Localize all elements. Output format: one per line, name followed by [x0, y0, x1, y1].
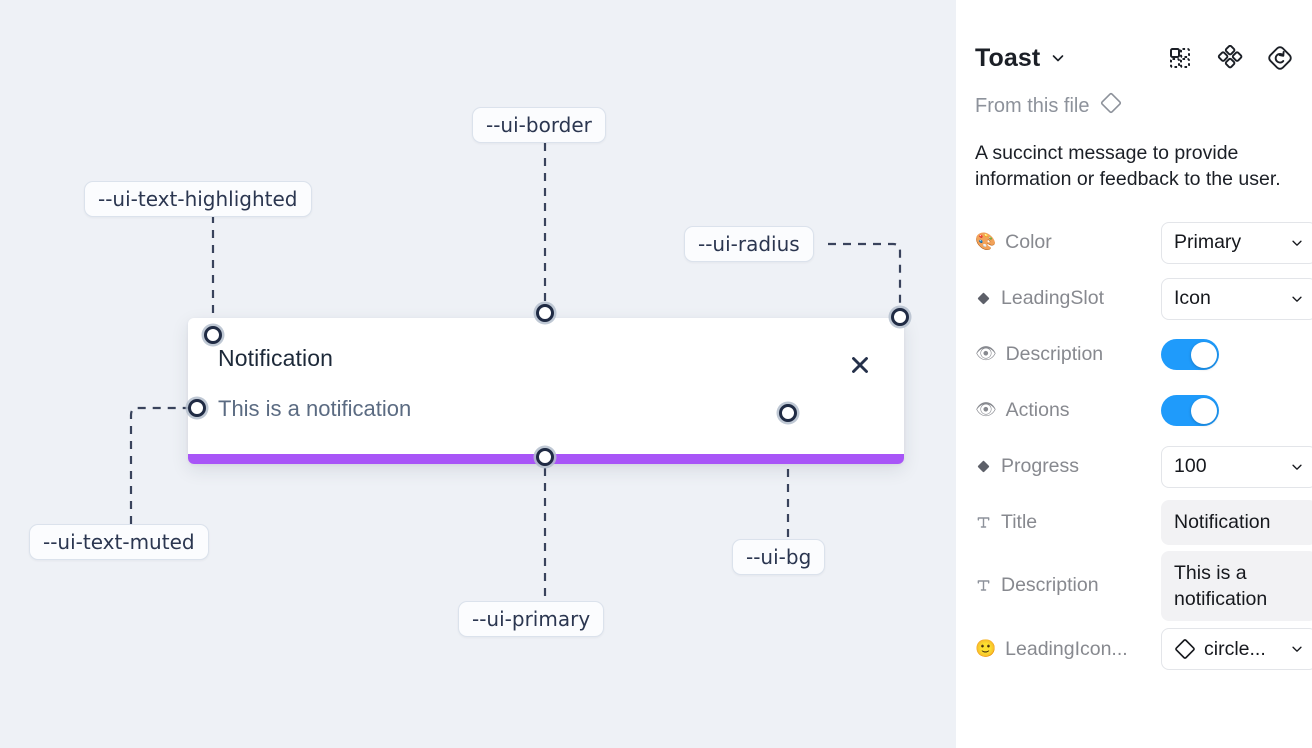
close-x-icon[interactable] — [847, 352, 873, 378]
leadingslot-select[interactable]: Icon — [1161, 277, 1312, 320]
annotation-pill-ui-text-highlighted[interactable]: --ui-text-highlighted — [84, 181, 312, 217]
toggle-knob — [1190, 341, 1217, 368]
chevron-down-icon — [1290, 460, 1304, 474]
panel-title: Toast — [975, 43, 1041, 72]
chevron-down-icon — [1290, 236, 1304, 250]
property-label-text: LeadingIcon... — [1005, 637, 1128, 660]
annotation-pill-ui-bg[interactable]: --ui-bg — [732, 539, 826, 575]
property-row-leadingicon: 🙂 LeadingIcon... circle... — [975, 621, 1312, 677]
chevron-down-icon[interactable] — [1050, 50, 1066, 66]
handle-ui-text-muted[interactable] — [188, 399, 206, 417]
reset-variant-icon[interactable] — [1267, 45, 1293, 71]
progress-select-value: 100 — [1174, 455, 1207, 478]
text-t-icon — [975, 578, 992, 593]
progress-select[interactable]: 100 — [1161, 445, 1312, 488]
diamond-icon — [975, 291, 992, 306]
property-row-description-toggle: 👁 Description — [975, 327, 1293, 383]
eye-emoji: 👁 — [975, 400, 997, 421]
toast-component-preview[interactable]: Notification This is a notification — [188, 318, 904, 464]
toast-description: This is a notification — [218, 396, 412, 421]
property-label-color: 🎨 Color — [975, 231, 1161, 254]
property-label-text: Progress — [1001, 455, 1080, 478]
text-t-icon — [975, 515, 992, 530]
color-select[interactable]: Primary — [1161, 221, 1312, 264]
leadingicon-select-value: circle... — [1204, 637, 1266, 660]
property-row-title: Title Notification — [975, 495, 1312, 551]
property-label-leadingslot: LeadingSlot — [975, 287, 1161, 310]
handle-ui-primary[interactable] — [536, 448, 554, 466]
color-select-value: Primary — [1174, 231, 1242, 254]
palette-emoji: 🎨 — [975, 232, 997, 253]
actions-toggle[interactable] — [1161, 395, 1219, 427]
diamond-icon — [975, 459, 992, 474]
property-label-text: Description — [1001, 574, 1099, 597]
smile-emoji: 🙂 — [975, 638, 997, 659]
property-label-text: Color — [1005, 231, 1052, 254]
property-label-text: Title — [1001, 511, 1038, 534]
property-label-progress: Progress — [975, 455, 1161, 478]
toggle-knob — [1190, 397, 1217, 424]
four-diamond-icon[interactable] — [1217, 45, 1243, 71]
design-canvas[interactable]: Notification This is a notification --ui… — [0, 0, 956, 748]
property-row-description-text: Description This is a notification — [975, 550, 1312, 622]
annotation-pill-ui-radius[interactable]: --ui-radius — [684, 226, 814, 262]
property-label-text: LeadingSlot — [1001, 287, 1105, 310]
handle-ui-radius[interactable] — [891, 308, 909, 326]
diamond-outline-icon — [1174, 638, 1196, 660]
handle-ui-text-highlighted[interactable] — [204, 326, 222, 344]
annotation-pill-ui-text-muted[interactable]: --ui-text-muted — [29, 524, 209, 560]
property-label-description-text: Description — [975, 574, 1161, 597]
handle-ui-bg[interactable] — [779, 404, 797, 422]
property-row-leadingslot: LeadingSlot Icon — [975, 271, 1312, 327]
property-label-text: Description — [1005, 343, 1104, 366]
diamond-outline-icon — [1100, 92, 1122, 120]
annotation-pill-ui-border[interactable]: --ui-border — [472, 107, 606, 143]
eye-emoji: 👁 — [975, 344, 997, 365]
description-input[interactable]: This is a notification — [1161, 550, 1312, 622]
property-row-color: 🎨 Color Primary — [975, 215, 1312, 271]
property-label-actions: 👁 Actions — [975, 399, 1161, 422]
from-this-file-row[interactable]: From this file — [975, 92, 1293, 120]
property-row-actions-toggle: 👁 Actions — [975, 383, 1293, 439]
property-label-title: Title — [975, 511, 1161, 534]
property-label-text: Actions — [1005, 399, 1070, 422]
annotation-pill-ui-primary[interactable]: --ui-primary — [458, 601, 605, 637]
component-description: A succinct message to provide informatio… — [975, 142, 1281, 191]
panel-header: Toast — [975, 30, 1293, 86]
description-toggle[interactable] — [1161, 339, 1219, 371]
property-label-description: 👁 Description — [975, 343, 1161, 366]
handle-ui-border[interactable] — [536, 304, 554, 322]
chevron-down-icon — [1290, 292, 1304, 306]
chevron-down-icon — [1290, 642, 1304, 656]
properties-panel: Toast — [956, 0, 1312, 748]
leadingslot-select-value: Icon — [1174, 287, 1211, 310]
from-this-file-label: From this file — [975, 94, 1090, 117]
component-grid-icon[interactable] — [1167, 45, 1193, 71]
toast-title: Notification — [218, 345, 333, 371]
title-input[interactable]: Notification — [1161, 500, 1312, 545]
property-list: 🎨 Color Primary — [975, 215, 1312, 678]
panel-header-icons — [1167, 45, 1293, 71]
leadingicon-select[interactable]: circle... — [1161, 628, 1312, 671]
property-label-leadingicon: 🙂 LeadingIcon... — [975, 638, 1161, 661]
property-row-progress: Progress 100 — [975, 439, 1312, 495]
